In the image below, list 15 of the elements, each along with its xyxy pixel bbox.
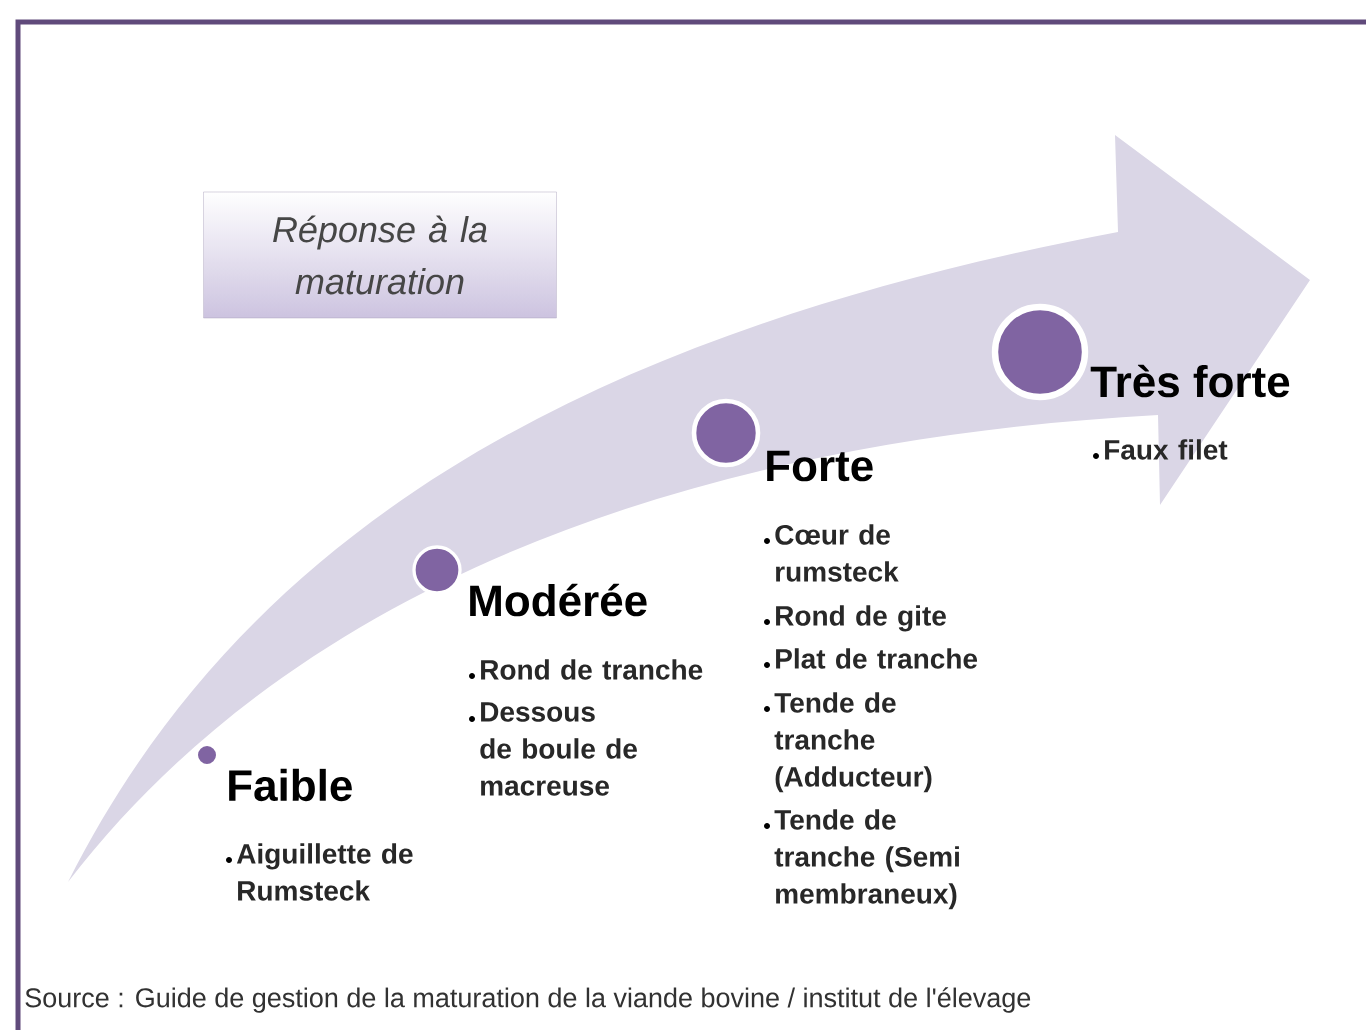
bullet-item: Plat de tranche bbox=[764, 648, 978, 669]
bullet-item: Tende de tranche (Adducteur) bbox=[764, 692, 932, 793]
caption: Source : Guide de gestion de la maturation de la viande bovine / institut de l'élevage bbox=[25, 987, 1031, 1013]
bullet-item: Rond de tranche bbox=[469, 659, 703, 680]
bullet-item: Rond de gite bbox=[764, 605, 946, 632]
bullet-item: Aiguillette de Rumsteck bbox=[226, 843, 413, 901]
level-heading: Faible bbox=[229, 768, 352, 802]
bullet-item: Tende de tranche (Semi membraneux) bbox=[764, 809, 959, 910]
level-heading: Forte bbox=[767, 450, 873, 482]
bullet-item: Dessous de boule de macreuse bbox=[469, 702, 637, 796]
level-heading: Très forte bbox=[1090, 364, 1290, 398]
bullet-item: Faux filet bbox=[1093, 439, 1228, 460]
bullet-item: Cœur de rumsteck bbox=[764, 524, 899, 582]
title-box: Réponse à la maturation bbox=[203, 191, 557, 319]
level-heading: Modérée bbox=[470, 583, 647, 617]
